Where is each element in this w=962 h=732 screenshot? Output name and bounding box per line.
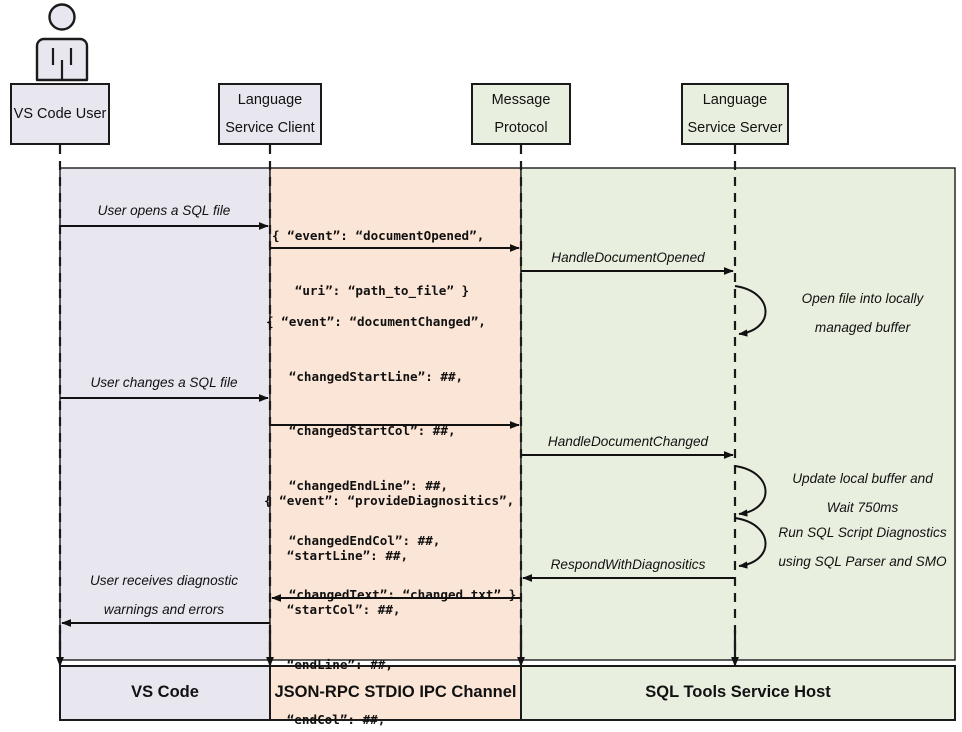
participant-label-line1: Message [491, 91, 551, 108]
note-run-diagnostics: Run SQL Script Diagnostics using SQL Par… [778, 525, 947, 569]
participant-label-line1: Language [702, 91, 768, 108]
participant-label-line2: Service Server [687, 120, 783, 136]
label-user-changes: User changes a SQL file [90, 375, 238, 390]
note-update-buffer: Update local buffer and Wait 750ms [792, 471, 933, 515]
user-actor-icon [35, 3, 89, 82]
participant-language-service-client[interactable]: Language Service Client [218, 83, 322, 145]
payload-document-opened: { “event”: “documentOpened”, “uri”: “pat… [272, 228, 485, 298]
payload-document-changed: { “event”: “documentChanged”, “changedSt… [266, 314, 517, 603]
participant-message-protocol[interactable]: Message Protocol [471, 83, 571, 145]
participant-language-service-server[interactable]: Language Service Server [681, 83, 789, 145]
self-loop-update-buffer [734, 465, 767, 517]
self-loop-run-diagnostics [734, 517, 767, 569]
footer-label-vs-code: VS Code [131, 683, 199, 701]
footer-bands [59, 665, 956, 721]
participant-label: VS Code User [13, 105, 107, 122]
participant-vscode-user[interactable]: VS Code User [10, 83, 110, 145]
participant-label-line2: Service Client [225, 120, 315, 136]
participant-label-line2: Protocol [494, 120, 548, 136]
footer-label-json-rpc: JSON-RPC STDIO IPC Channel [274, 683, 517, 701]
payload-provide-diagnostics: { “event”: “provideDiagnositics”, “start… [264, 493, 515, 727]
label-handle-document-opened: HandleDocumentOpened [551, 250, 705, 265]
label-handle-document-changed: HandleDocumentChanged [547, 434, 709, 449]
label-user-opens: User opens a SQL file [97, 203, 231, 218]
label-user-receives: User receives diagnostic warnings and er… [89, 573, 239, 617]
lifelines [58, 145, 737, 653]
self-loops [734, 285, 767, 569]
note-open-file: Open file into locally managed buffer [801, 291, 924, 335]
label-respond-with-diagnostics: RespondWithDiagnositics [550, 557, 706, 572]
lifeline-terminators [56, 630, 739, 667]
lifeline-bands [59, 167, 956, 661]
participant-label-line1: Language [237, 91, 303, 108]
footer-label-sql-tools: SQL Tools Service Host [645, 683, 831, 701]
self-loop-open-file [734, 285, 767, 337]
